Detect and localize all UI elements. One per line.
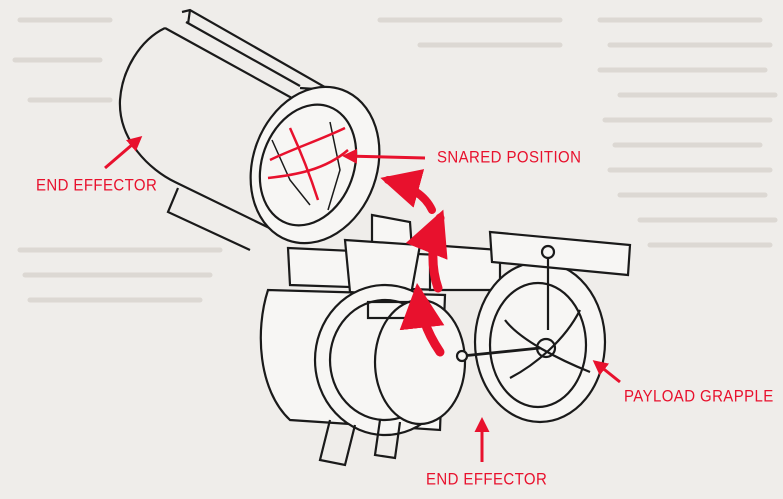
snared-position-arrow: [342, 148, 426, 164]
end-effector-left-arrow: [104, 136, 143, 170]
payload-grapple-arrow: [592, 360, 621, 384]
snare-wires-upper: [267, 126, 349, 201]
callout-arrows: [104, 136, 621, 462]
motion-arrows: [380, 169, 448, 357]
upper-end-effector: [118, 8, 381, 251]
label-end-effector-lower: END EFFECTOR: [426, 470, 548, 490]
payload-grapple: [455, 230, 632, 424]
faded-page-text: [12, 17, 778, 303]
label-end-effector-upper: END EFFECTOR: [36, 176, 158, 196]
label-snared-position: SNARED POSITION: [437, 148, 582, 168]
label-payload-grapple: PAYLOAD GRAPPLE: [624, 387, 774, 407]
lower-end-effector: [259, 283, 467, 467]
